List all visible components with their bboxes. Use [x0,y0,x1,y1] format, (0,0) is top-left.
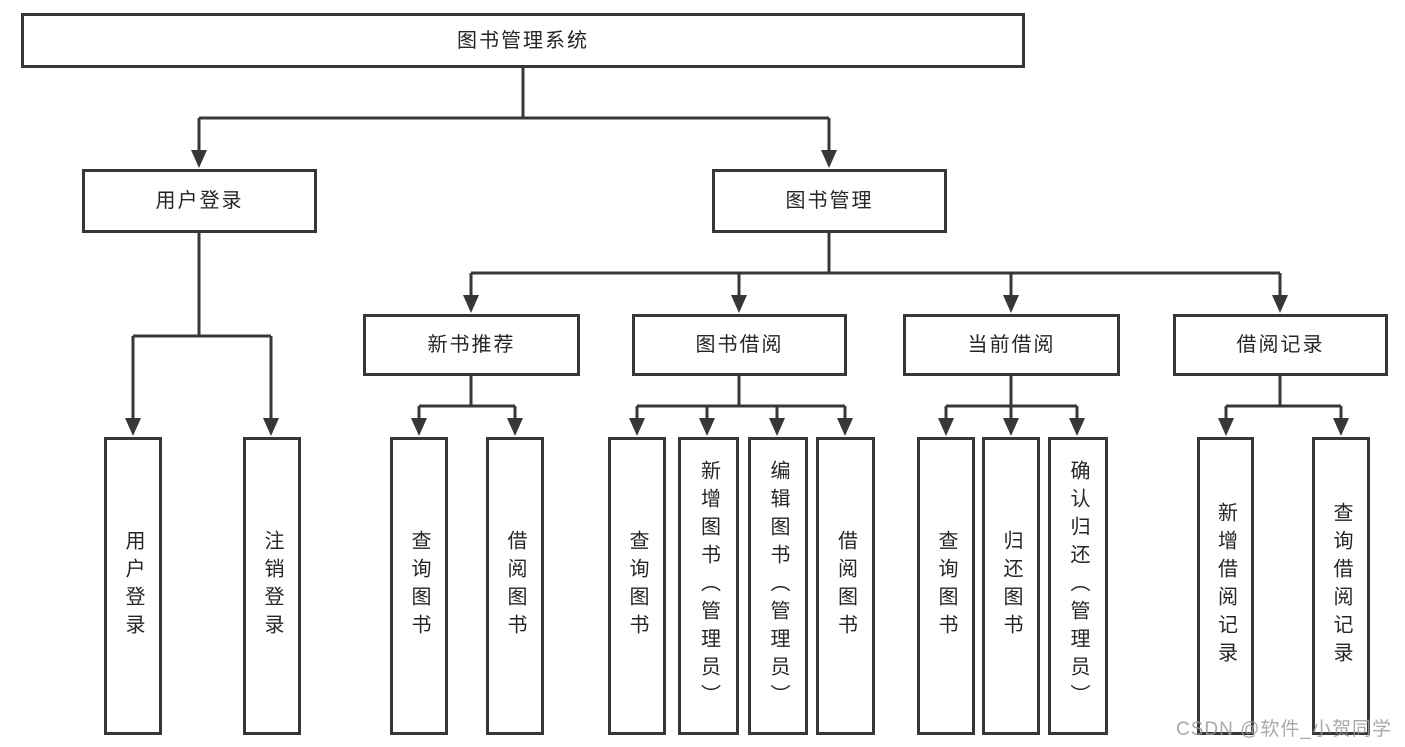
node-leaf-confirm-return-admin: 确认归还（管理员） [1048,437,1108,735]
node-leaf-borrow-books: 借阅图书 [816,437,875,735]
node-label: 注销登录 [261,530,283,642]
node-label: 借阅图书 [504,530,526,642]
node-label: 归还图书 [1000,530,1022,642]
node-label: 用户登录 [122,530,144,642]
node-leaf-query-books: 查询图书 [608,437,666,735]
connector-borrow-record [1224,376,1343,424]
node-leaf-logout: 注销登录 [243,437,301,735]
connector-book-mgmt [469,233,1282,301]
node-label: 图书管理 [785,190,874,212]
node-borrowing-records: 借阅记录 [1173,314,1388,376]
node-leaf-add-borrow-record: 新增借阅记录 [1197,437,1254,735]
node-leaf-return-books: 归还图书 [982,437,1040,735]
arrowheads [125,150,1349,436]
csdn-watermark: CSDN @软件_小贺同学 [1176,719,1392,740]
node-label: 确认归还（管理员） [1067,460,1089,712]
node-leaf-query-books: 查询图书 [390,437,448,735]
node-label: 查询图书 [408,530,430,642]
node-leaf-query-borrow-record: 查询借阅记录 [1312,437,1370,735]
node-label: 用户登录 [155,190,244,212]
connector-user-login [131,233,273,424]
node-label: 图书管理系统 [457,29,589,52]
node-label: 新书推荐 [427,334,516,356]
node-leaf-add-books-admin: 新增图书（管理员） [678,437,739,735]
node-library-management-system: 图书管理系统 [21,13,1025,68]
connector-root [197,68,831,156]
node-leaf-query-books: 查询图书 [917,437,975,735]
node-leaf-edit-books-admin: 编辑图书（管理员） [748,437,808,735]
node-label: 查询图书 [626,530,648,642]
node-label: 图书借阅 [695,334,784,356]
node-label: 编辑图书（管理员） [767,460,789,712]
node-book-borrowing: 图书借阅 [632,314,847,376]
node-leaf-borrow-books: 借阅图书 [486,437,544,735]
node-current-borrowing: 当前借阅 [903,314,1120,376]
node-new-book-recommendation: 新书推荐 [363,314,580,376]
connector-current-borrow [944,376,1079,424]
node-label: 当前借阅 [967,334,1056,356]
node-book-management: 图书管理 [712,169,947,233]
connector-new-book [417,376,517,424]
connector-book-borrow [635,376,847,424]
node-label: 新增借阅记录 [1214,502,1237,670]
node-label: 借阅图书 [834,530,857,642]
node-label: 查询图书 [935,530,957,642]
node-label: 借阅记录 [1236,334,1325,356]
node-label: 查询借阅记录 [1330,502,1352,670]
node-user-login: 用户登录 [82,169,317,233]
node-label: 新增图书（管理员） [697,460,720,712]
node-leaf-user-login: 用户登录 [104,437,162,735]
